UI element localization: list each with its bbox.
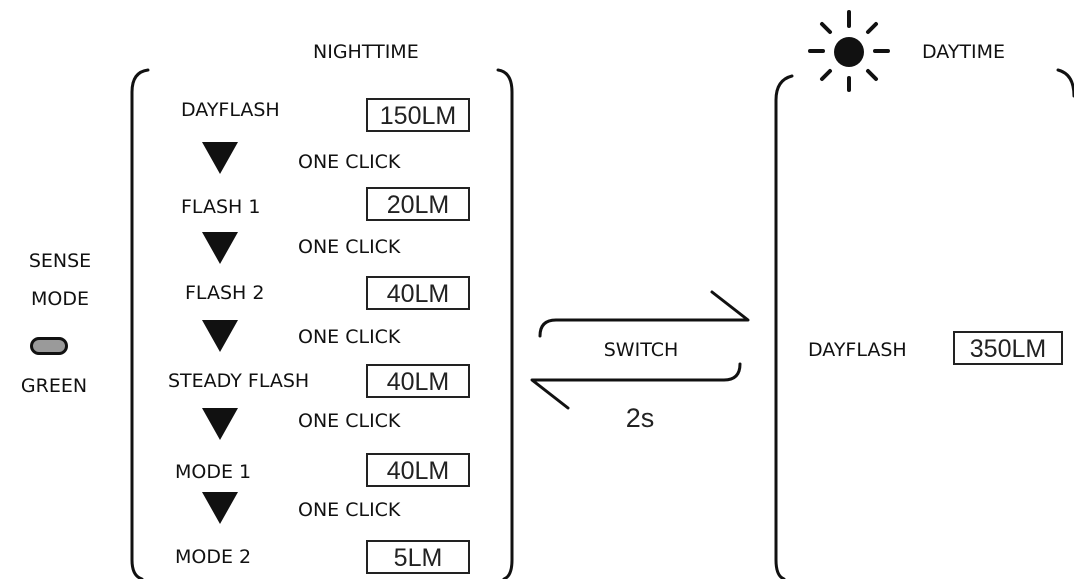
day-mode-dayflash-lumens: 350LM (953, 331, 1063, 365)
transition-label: ONE CLICK (298, 410, 401, 432)
daytime-panel-frame (774, 68, 1074, 579)
switch-hold-time: 2s (625, 403, 655, 433)
night-mode-1-lumens: 40LM (366, 453, 470, 487)
night-mode-dayflash-lumens: 150LM (366, 98, 470, 132)
night-mode-2-lumens: 5LM (366, 540, 470, 574)
night-mode-flash2-lumens: 40LM (366, 276, 470, 310)
night-mode-flash2-name: FLASH 2 (185, 282, 265, 304)
nighttime-panel-frame (130, 68, 514, 579)
daytime-title: DAYTIME (922, 41, 1006, 63)
night-mode-1-name: MODE 1 (175, 461, 252, 483)
arrow-to-daytime (538, 290, 750, 338)
night-mode-dayflash-name: DAYFLASH (181, 99, 280, 121)
transition-label: ONE CLICK (298, 236, 401, 258)
night-mode-2-name: MODE 2 (175, 546, 252, 568)
transition-label: ONE CLICK (298, 326, 401, 348)
down-arrow-icon (202, 142, 238, 174)
indicator-color-label: GREEN (20, 375, 88, 397)
indicator-led (30, 337, 68, 355)
night-mode-flash1-lumens: 20LM (366, 187, 470, 221)
mode-label: MODE (31, 288, 89, 310)
night-mode-flash1-name: FLASH 1 (181, 196, 261, 218)
down-arrow-icon (202, 232, 238, 264)
switch-arrows (530, 290, 750, 410)
down-arrow-icon (202, 320, 238, 352)
moon-icon (212, 12, 252, 65)
sun-icon (808, 10, 890, 92)
down-arrow-icon (202, 408, 238, 440)
nighttime-title: NIGHTTIME (313, 41, 419, 63)
switch-label: SWITCH (603, 339, 679, 361)
sense-label: SENSE (28, 250, 92, 272)
transition-label: ONE CLICK (298, 151, 401, 173)
transition-label: ONE CLICK (298, 499, 401, 521)
night-mode-steady-flash-name: STEADY FLASH (168, 370, 310, 392)
down-arrow-icon (202, 492, 238, 524)
arrow-to-nighttime (530, 362, 742, 410)
night-mode-steady-flash-lumens: 40LM (366, 364, 470, 398)
day-mode-dayflash-name: DAYFLASH (808, 339, 907, 361)
